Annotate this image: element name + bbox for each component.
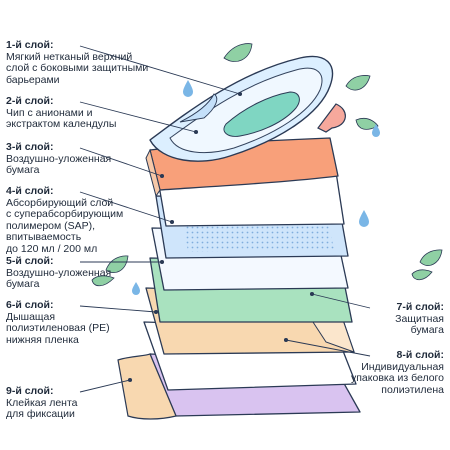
layer-4-text: Абсорбирующий слой с суперабсорбирующим … bbox=[6, 198, 166, 256]
label-layer-8: 8-й слой: Индивидуальная упаковка из бел… bbox=[324, 350, 444, 396]
label-layer-7: 7-й слой: Защитная бумага bbox=[340, 302, 444, 337]
layer-9-text: Клейкая лента для фиксации bbox=[6, 398, 126, 421]
leaf-icon bbox=[420, 250, 442, 266]
layer-7-title: 7-й слой: bbox=[340, 302, 444, 314]
leaf-icon bbox=[412, 270, 432, 280]
layer-7-text: Защитная бумага bbox=[340, 314, 444, 337]
drop-icon bbox=[359, 210, 369, 227]
label-layer-9: 9-й слой: Клейкая лента для фиксации bbox=[6, 386, 126, 421]
leaf-icon bbox=[224, 44, 252, 62]
layer-8-title: 8-й слой: bbox=[324, 350, 444, 362]
label-layer-2: 2-й слой: Чип с анионами и экстрактом ка… bbox=[6, 96, 156, 131]
layer-6-text: Дышащая полиэтиленовая (PE) нижняя пленк… bbox=[6, 312, 146, 347]
layer-5-text: Воздушно-уложенная бумага bbox=[6, 268, 146, 291]
layer-2-text: Чип с анионами и экстрактом календулы bbox=[6, 108, 156, 131]
label-layer-1: 1-й слой: Мягкий нетканый верхний слой с… bbox=[6, 40, 196, 86]
label-layer-5: 5-й слой: Воздушно-уложенная бумага bbox=[6, 256, 146, 291]
label-layer-4: 4-й слой: Абсорбирующий слой с суперабсо… bbox=[6, 186, 166, 255]
layer-9-title: 9-й слой: bbox=[6, 386, 126, 398]
label-layer-3: 3-й слой: Воздушно-уложенная бумага bbox=[6, 142, 146, 177]
layer-1-text: Мягкий нетканый верхний слой с боковыми … bbox=[6, 52, 196, 87]
layer-6-title: 6-й слой: bbox=[6, 300, 146, 312]
layer-3-text: Воздушно-уложенная бумага bbox=[6, 154, 146, 177]
layer-5-title: 5-й слой: bbox=[6, 256, 146, 268]
layer-3-title: 3-й слой: bbox=[6, 142, 146, 154]
label-layer-6: 6-й слой: Дышащая полиэтиленовая (PE) ни… bbox=[6, 300, 146, 346]
layer-4-title: 4-й слой: bbox=[6, 186, 166, 198]
layer-2-title: 2-й слой: bbox=[6, 96, 156, 108]
layer-1-title: 1-й слой: bbox=[6, 40, 196, 52]
leaf-icon bbox=[346, 75, 370, 90]
layer-8-text: Индивидуальная упаковка из белого полиэт… bbox=[324, 362, 444, 397]
